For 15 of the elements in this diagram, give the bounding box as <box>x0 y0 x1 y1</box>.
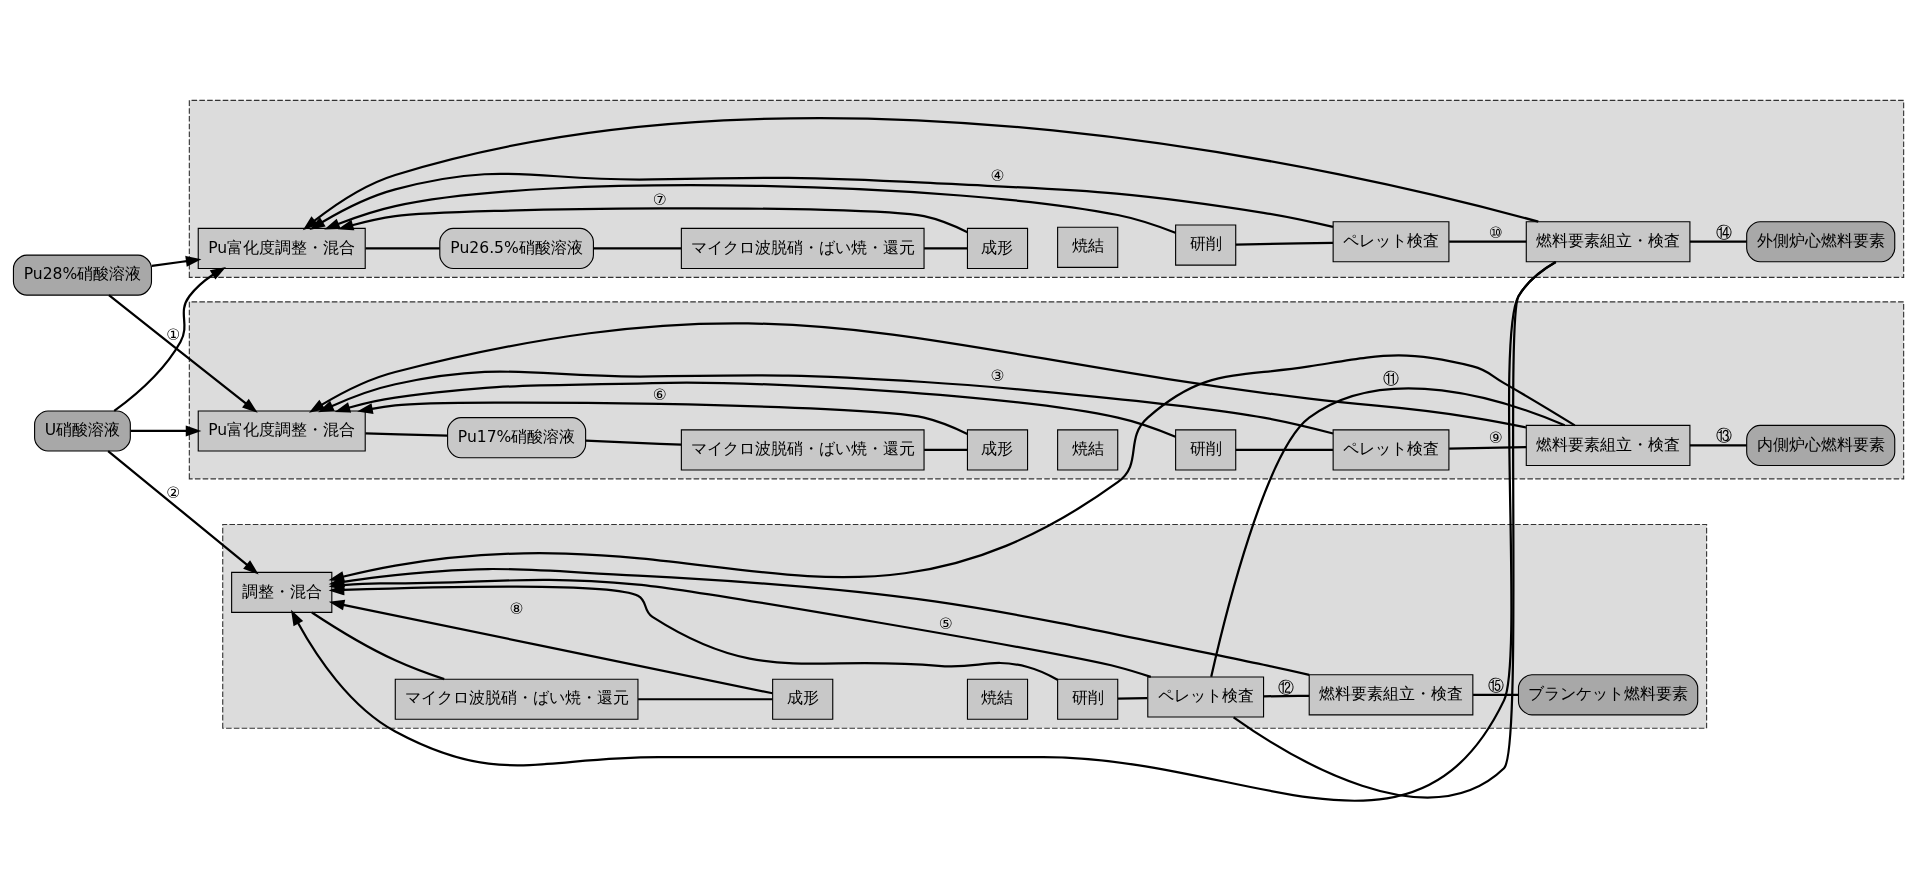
edge-label: ⑤ <box>938 615 953 634</box>
edge-label: ⑮ <box>1487 676 1504 695</box>
edge-label: ⑦ <box>652 191 667 210</box>
edge-label: ④ <box>990 166 1005 185</box>
edge-label: ⑨ <box>1488 429 1503 448</box>
edge-label: ⑪ <box>1383 370 1400 389</box>
edge-label: ① <box>166 325 181 344</box>
edge-label: ③ <box>990 367 1005 386</box>
edge-label: ⑭ <box>1715 223 1732 242</box>
edge-label: ② <box>166 483 181 502</box>
edge-label: ⑥ <box>652 386 667 405</box>
edge-label: ⑧ <box>509 599 524 618</box>
edge-label: ⑩ <box>1488 223 1503 242</box>
edge-label: ⑬ <box>1715 427 1732 446</box>
edge-label: ⑫ <box>1278 678 1295 697</box>
